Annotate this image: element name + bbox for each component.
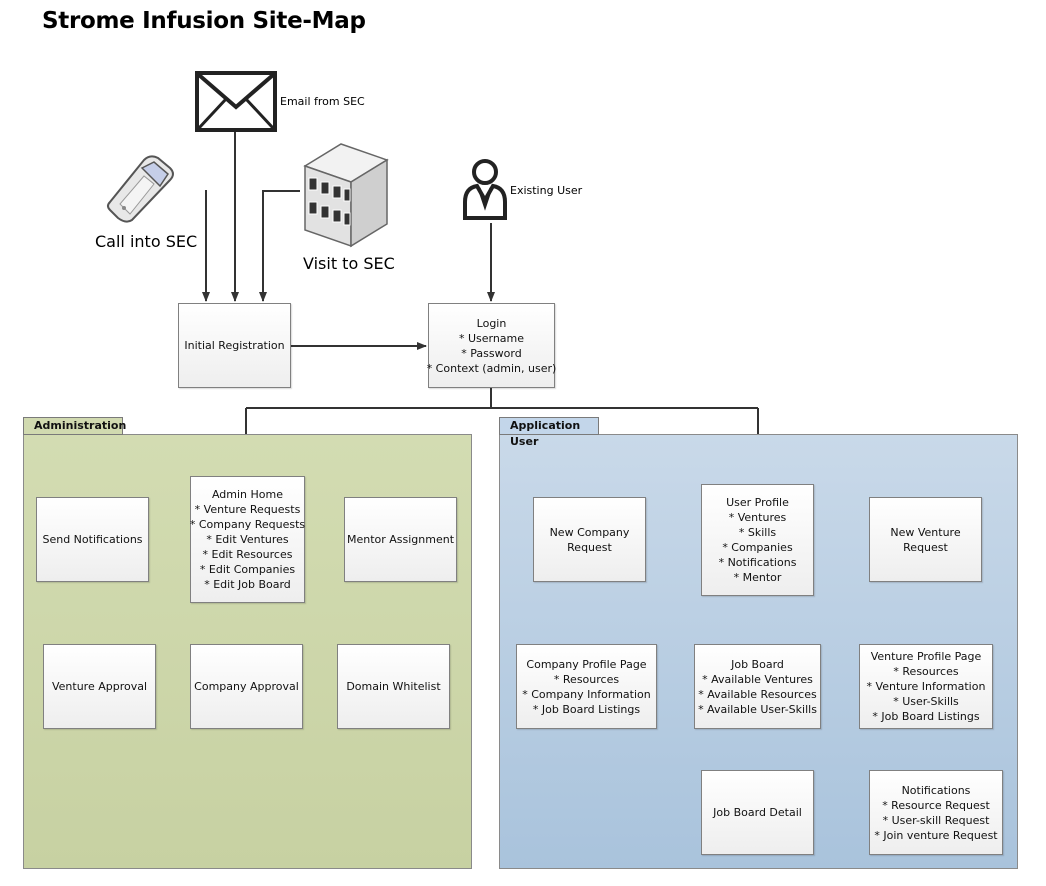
company-approval-box: Company Approval <box>190 644 303 729</box>
notifications-item: * User-skill Request <box>882 813 990 827</box>
company-profile-page-item: * Job Board Listings <box>532 702 641 716</box>
mobile-phone-icon <box>107 155 174 223</box>
company-profile-page-item: * Company Information <box>522 687 651 701</box>
admin-home-item: * Edit Resources <box>202 548 293 561</box>
job-board-detail-title: Job Board Detail <box>713 806 802 819</box>
job-board-title: Job Board <box>731 657 784 671</box>
send-notifications-title: Send Notifications <box>42 533 143 546</box>
venture-profile-page-item: * Resources <box>893 665 959 678</box>
user-profile-box: User Profile * Ventures * Skills * Companie… <box>701 484 814 596</box>
admin-home-item: * Edit Job Board <box>204 578 291 591</box>
initial-registration-box: Initial Registration <box>178 303 291 388</box>
connector-visit-to-registration <box>259 190 300 302</box>
user-profile-item: * Notifications <box>718 556 797 569</box>
mentor-assignment-box: Mentor Assignment <box>344 497 457 582</box>
existing-user-label: Existing User <box>510 184 583 197</box>
login-box: Login* Username* Password* Context (admi… <box>426 303 557 388</box>
venture-profile-page-item: * User-Skills <box>893 695 959 708</box>
job-board-box: Job Board* Available Ventures* Available… <box>694 644 821 729</box>
email-source-label: Email from SEC <box>280 95 365 108</box>
venture-profile-page-box: Venture Profile Page * Resources * Venture… <box>859 644 993 729</box>
company-profile-page-title: Company Profile Page <box>526 657 647 671</box>
domain-whitelist-title: Domain Whitelist <box>346 680 441 693</box>
user-profile-item: * Companies <box>722 541 793 554</box>
building-icon <box>303 143 389 248</box>
venture-profile-page-item: * Venture Information <box>866 680 986 693</box>
user-profile-item: * Ventures <box>728 511 787 524</box>
user-profile-title: User Profile <box>726 496 789 509</box>
user-icon <box>463 159 507 220</box>
application-user-panel-label: Application User <box>499 417 599 448</box>
user-profile-item: * Skills <box>738 526 777 539</box>
login-title: Login <box>476 316 507 330</box>
job-board-item: * Available Resources <box>698 687 817 701</box>
new-company-request-title: New Company <box>549 525 630 539</box>
admin-home-item: * Venture Requests <box>194 503 301 516</box>
new-company-request-item: Request <box>567 540 612 554</box>
company-profile-page-item: * Resources <box>553 672 620 686</box>
admin-home-item: * Company Requests <box>189 518 306 531</box>
initial-registration-title: Initial Registration <box>184 339 285 352</box>
job-board-item: * Available User-Skills <box>698 702 817 716</box>
job-board-item: * Available Ventures <box>702 672 813 686</box>
job-board-detail-box: Job Board Detail <box>701 770 814 855</box>
venture-profile-page-item: * Job Board Listings <box>872 710 980 723</box>
user-profile-item: * Mentor <box>733 571 782 584</box>
notifications-item: * Resource Request <box>882 798 990 812</box>
mentor-assignment-title: Mentor Assignment <box>346 533 455 546</box>
call-source-label: Call into SEC <box>95 232 198 251</box>
admin-home-item: * Edit Companies <box>199 563 296 576</box>
new-venture-request-item: Request <box>903 540 948 554</box>
admin-home-item: * Edit Ventures <box>206 533 289 546</box>
visit-source-label: Visit to SEC <box>303 254 395 273</box>
venture-approval-title: Venture Approval <box>51 680 148 693</box>
company-profile-page-box: Company Profile Page* Resources* Company… <box>516 644 657 729</box>
notifications-item: * Join venture Request <box>874 828 998 842</box>
venture-profile-page-title: Venture Profile Page <box>870 650 982 663</box>
send-notifications-box: Send Notifications <box>36 497 149 582</box>
administration-panel-label: Administration <box>23 417 126 435</box>
login-item: * Username <box>458 331 525 345</box>
envelope-icon <box>195 71 277 132</box>
admin-home-title: Admin Home <box>211 488 284 501</box>
notifications-box: Notifications* Resource Request* User-sk… <box>869 770 1003 855</box>
venture-approval-box: Venture Approval <box>43 644 156 729</box>
admin-home-box: Admin Home * Venture Requests * Company Re… <box>190 476 305 603</box>
domain-whitelist-box: Domain Whitelist <box>337 644 450 729</box>
notifications-title: Notifications <box>901 783 971 797</box>
new-venture-request-title: New Venture <box>890 525 961 539</box>
page-title: Strome Infusion Site-Map <box>42 8 366 34</box>
login-item: * Password <box>461 346 522 360</box>
company-approval-title: Company Approval <box>194 680 299 693</box>
login-item: * Context (admin, user) <box>426 361 557 375</box>
